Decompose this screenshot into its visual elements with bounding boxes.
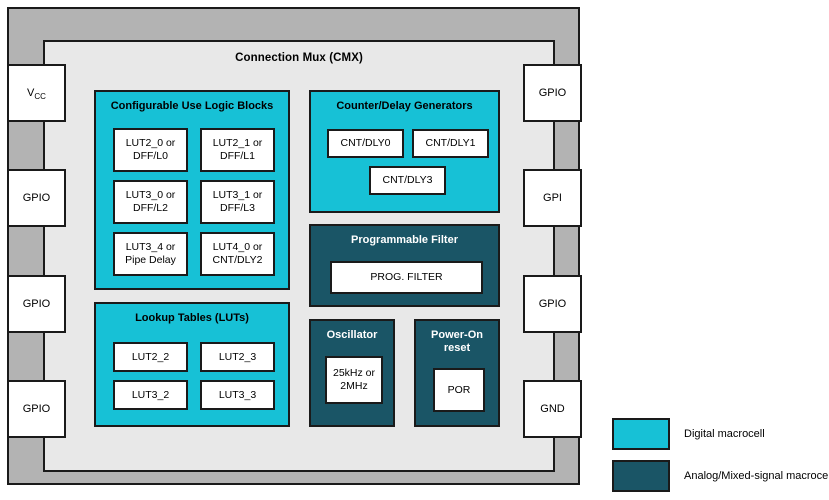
pad-gpio-left-3[interactable]: GPIO: [7, 380, 66, 438]
pad-gnd[interactable]: GND: [523, 380, 582, 438]
group-title: Programmable Filter: [351, 234, 458, 246]
pad-subscript: CC: [34, 92, 46, 101]
cell-cnt-dly1[interactable]: CNT/DLY1: [412, 129, 489, 158]
cell-cnt-dly3[interactable]: CNT/DLY3: [369, 166, 446, 195]
legend-label: Digital macrocell: [684, 428, 765, 440]
cell-lut2-1[interactable]: LUT2_1 or DFF/L1: [200, 128, 275, 172]
cell-lut2-2[interactable]: LUT2_2: [113, 342, 188, 372]
group-title: Configurable Use Logic Blocks: [110, 100, 274, 112]
group-title: Counter/Delay Generators: [336, 100, 473, 112]
pad-gpio-right-2[interactable]: GPIO: [523, 275, 582, 333]
cell-prog-filter[interactable]: PROG. FILTER: [330, 261, 483, 294]
cell-lut3-4[interactable]: LUT3_4 or Pipe Delay: [113, 232, 188, 276]
legend-item-digital: Digital macrocell: [612, 418, 765, 450]
pad-vcc[interactable]: VCC: [7, 64, 66, 122]
group-programmable-filter[interactable]: Programmable Filter PROG. FILTER: [309, 224, 500, 307]
group-title: Lookup Tables (LUTs): [135, 312, 249, 324]
cell-lut2-3[interactable]: LUT2_3: [200, 342, 275, 372]
group-counter-delay-generators[interactable]: Counter/Delay Generators CNT/DLY0 CNT/DL…: [309, 90, 500, 213]
connection-mux-title: Connection Mux (CMX): [235, 52, 363, 64]
pad-label: GPIO: [22, 298, 51, 310]
pad-label: GPI: [543, 192, 562, 204]
pad-label: GND: [540, 403, 565, 415]
legend-swatch-digital-icon: [612, 418, 670, 450]
cell-por[interactable]: POR: [433, 368, 485, 412]
pad-gpio-left-1[interactable]: GPIO: [7, 169, 66, 227]
pad-label: GPIO: [22, 403, 51, 415]
legend-swatch-analog-icon: [612, 460, 670, 492]
cell-lut3-0[interactable]: LUT3_0 or DFF/L2: [113, 180, 188, 224]
pad-gpio-left-2[interactable]: GPIO: [7, 275, 66, 333]
cell-cnt-dly0[interactable]: CNT/DLY0: [327, 129, 404, 158]
pad-label: GPIO: [538, 298, 567, 310]
cell-lut4-0[interactable]: LUT4_0 or CNT/DLY2: [200, 232, 275, 276]
cell-lut3-2[interactable]: LUT3_2: [113, 380, 188, 410]
cell-lut3-1[interactable]: LUT3_1 or DFF/L3: [200, 180, 275, 224]
group-configurable-use-logic-blocks[interactable]: Configurable Use Logic Blocks LUT2_0 or …: [94, 90, 290, 290]
group-title: Power-On reset: [431, 329, 483, 354]
legend-label: Analog/Mixed-signal macrocell: [684, 470, 829, 482]
group-power-on-reset[interactable]: Power-On reset POR: [414, 319, 500, 427]
pad-label: GPIO: [22, 192, 51, 204]
pad-gpio-right-1[interactable]: GPIO: [523, 64, 582, 122]
group-lookup-tables[interactable]: Lookup Tables (LUTs) LUT2_2 LUT2_3 LUT3_…: [94, 302, 290, 427]
cell-oscillator-freq[interactable]: 25kHz or 2MHz: [325, 356, 383, 404]
cell-lut3-3[interactable]: LUT3_3: [200, 380, 275, 410]
pad-label: VCC: [27, 87, 46, 101]
cell-lut2-0[interactable]: LUT2_0 or DFF/L0: [113, 128, 188, 172]
group-title: Oscillator: [326, 329, 378, 341]
pad-label: GPIO: [538, 87, 567, 99]
pad-gpi-right[interactable]: GPI: [523, 169, 582, 227]
chip-package-frame: Connection Mux (CMX) VCC GPIO GPIO GPIO …: [7, 7, 582, 485]
legend-item-analog: Analog/Mixed-signal macrocell: [612, 460, 829, 492]
group-oscillator[interactable]: Oscillator 25kHz or 2MHz: [309, 319, 395, 427]
